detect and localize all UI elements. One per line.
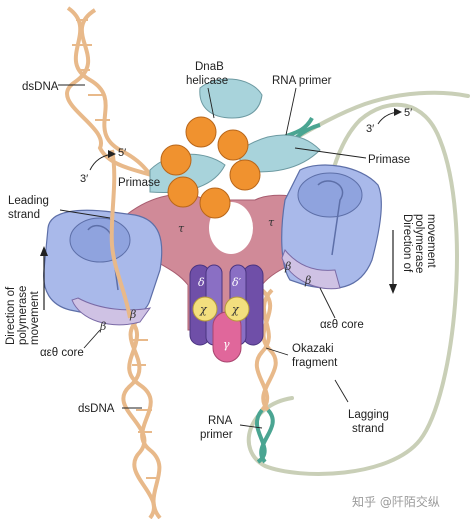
direction-arrow-left	[40, 246, 48, 310]
label-direction-left: Direction of polymerase movement	[5, 286, 41, 345]
label-rna-bottom: RNA	[208, 415, 233, 427]
helicase-subunit	[217, 129, 249, 161]
direction-left-line3: movement	[29, 291, 41, 345]
direction-arrow-right	[389, 230, 397, 294]
beta-label-left-a: β	[99, 320, 106, 333]
beta-label-left-b: β	[129, 308, 136, 321]
label-rna-primer-top: RNA primer	[272, 75, 332, 87]
polymerase-core-left	[43, 209, 163, 326]
helicase-subunit	[160, 144, 192, 176]
label-dnab: DnaB	[195, 61, 224, 73]
beta-label-right-b: β	[304, 274, 311, 287]
dsdna-bottom-helix	[121, 316, 162, 519]
helicase-subunit	[229, 159, 261, 191]
direction-left-line2: polymerase	[17, 286, 29, 345]
polarity-arrow-right	[377, 108, 402, 125]
tau-label-left: τ	[178, 222, 185, 235]
helicase-subunit	[199, 187, 231, 219]
dsdna-top-helix	[65, 6, 167, 192]
label-dsdna-bottom: dsDNA	[78, 403, 115, 415]
delta-prime-label: δ′	[232, 276, 242, 289]
delta-label: δ	[198, 276, 205, 289]
okazaki-fragment-helix	[254, 288, 278, 464]
label-core-left: αεθ core	[40, 347, 84, 359]
label-primase-right: Primase	[368, 154, 410, 166]
label-five-prime-right: 5′	[404, 107, 412, 119]
direction-right-line1: Direction of	[401, 214, 413, 273]
leader-primase-right	[294, 147, 367, 159]
label-core-right: αεθ core	[320, 319, 364, 331]
leader-rna-primer-bottom	[239, 424, 263, 429]
dnab-helicase	[160, 116, 261, 219]
polymerase-core-right	[281, 164, 382, 290]
direction-right-line3: movement	[425, 214, 437, 268]
label-five-prime-left: 5′	[118, 147, 126, 159]
label-three-prime-right: 3′	[366, 123, 374, 135]
watermark: 知乎 @阡陌交纵	[352, 494, 440, 509]
gamma-label: γ	[223, 338, 230, 351]
leader-leading-strand	[59, 209, 111, 219]
label-lagging: Lagging	[348, 409, 389, 421]
direction-right-line2: polymerase	[413, 214, 425, 273]
label-lagging-strand: strand	[352, 423, 384, 435]
leader-okazaki	[265, 347, 289, 356]
helicase-subunit	[167, 176, 199, 208]
helicase-subunit	[185, 116, 217, 148]
label-primase-left: Primase	[118, 177, 160, 189]
label-primer-bottom: primer	[200, 429, 233, 441]
label-dsdna-top: dsDNA	[22, 81, 59, 93]
beta-label-right-a: β	[284, 260, 291, 273]
label-three-prime-left: 3′	[80, 173, 88, 185]
leader-rna-primer-top	[285, 87, 297, 136]
tau-label-right: τ	[268, 216, 275, 229]
chi-subunit-left	[192, 296, 218, 322]
lagging-strand-loop	[246, 102, 459, 476]
helicase-hat	[199, 78, 263, 119]
polarity-arrow-left	[89, 150, 116, 171]
leader-lagging	[334, 379, 349, 403]
label-okazaki: Okazaki	[292, 343, 334, 355]
label-strand: strand	[8, 209, 40, 221]
label-fragment: fragment	[292, 357, 338, 369]
chi-label-left: χ	[199, 303, 208, 316]
leader-dnab	[207, 87, 215, 119]
direction-left-line1: Direction of	[5, 286, 17, 345]
label-helicase: helicase	[186, 75, 228, 87]
leader-core-left	[83, 329, 101, 349]
label-direction-right: Direction of polymerase movement	[401, 214, 437, 273]
leader-core-right	[319, 287, 336, 319]
leading-strand-template	[109, 149, 132, 319]
chi-subunit-right	[224, 296, 250, 322]
label-leading: Leading	[8, 195, 49, 207]
chi-label-right: χ	[231, 303, 240, 316]
